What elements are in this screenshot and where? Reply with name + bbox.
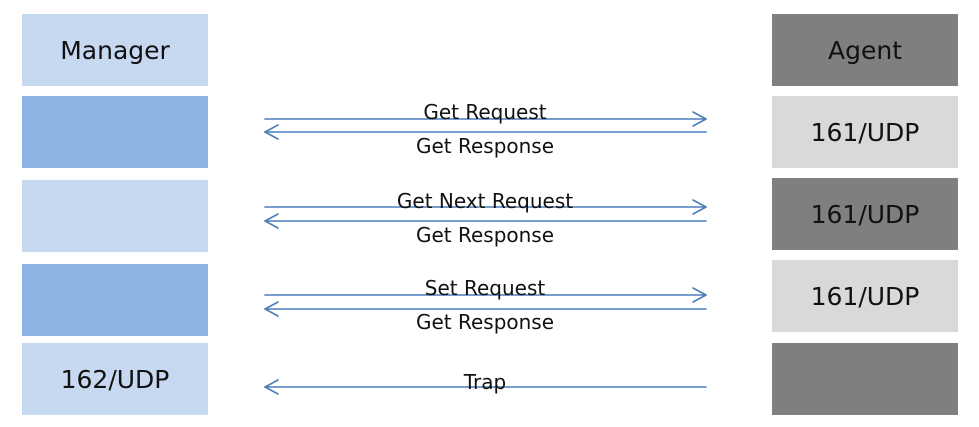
- manager-port-label: 162/UDP: [60, 364, 170, 394]
- agent-port-box-3: 161/UDP: [772, 260, 958, 332]
- agent-port-label-2: 161/UDP: [810, 199, 920, 229]
- manager-box-3: [22, 264, 208, 336]
- manager-box-2: [22, 180, 208, 252]
- manager-port-box: 162/UDP: [22, 343, 208, 415]
- get-response-arrow-3: [264, 301, 707, 317]
- get-next-request-arrow: [264, 199, 707, 215]
- agent-header-box: Agent: [772, 14, 958, 86]
- get-request-arrow: [264, 111, 707, 127]
- set-request-label: Set Request: [424, 276, 546, 300]
- get-response-label-3: Get Response: [415, 310, 555, 334]
- set-request-arrow: [264, 287, 707, 303]
- get-response-arrow-2: [264, 213, 707, 229]
- manager-header-box: Manager: [22, 14, 208, 86]
- trap-label: Trap: [463, 370, 507, 394]
- manager-header-label: Manager: [60, 35, 170, 65]
- manager-box-1: [22, 96, 208, 168]
- get-response-arrow-1: [264, 124, 707, 140]
- get-next-request-label: Get Next Request: [396, 189, 574, 213]
- get-response-label-2: Get Response: [415, 223, 555, 247]
- trap-arrow: [264, 379, 707, 395]
- get-response-label-1: Get Response: [415, 134, 555, 158]
- agent-box-4: [772, 343, 958, 415]
- agent-port-label-3: 161/UDP: [810, 281, 920, 311]
- agent-port-label-1: 161/UDP: [810, 117, 920, 147]
- agent-port-box-2: 161/UDP: [772, 178, 958, 250]
- agent-port-box-1: 161/UDP: [772, 96, 958, 168]
- agent-header-label: Agent: [828, 35, 902, 65]
- get-request-label: Get Request: [423, 100, 547, 124]
